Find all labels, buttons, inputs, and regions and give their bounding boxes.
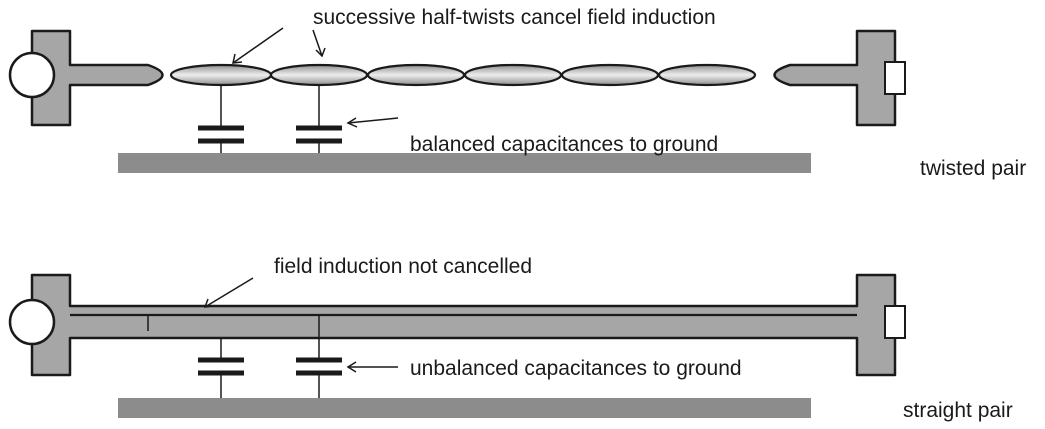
straight-source-circle [8, 298, 56, 346]
straight-capacitance-arrow [346, 361, 398, 373]
twist-segment [560, 63, 660, 87]
straight-pair-body [30, 273, 897, 377]
balanced-capacitance-annotation: balanced capacitances to ground [410, 133, 718, 156]
twisted-pair-section: successive half-twists cancel field indu… [8, 6, 1026, 180]
twisted-capacitance-arrow [346, 117, 399, 128]
twist-segment [463, 63, 563, 87]
straight-capacitor-2 [296, 315, 342, 398]
twisted-source-circle [8, 51, 56, 99]
twisted-capacitor-1 [198, 85, 244, 153]
twisted-load-block [773, 29, 897, 127]
straight-pair-section: field induction not cancelled unbalanced… [8, 255, 1013, 422]
unbalanced-capacitance-annotation: unbalanced capacitances to ground [410, 357, 742, 380]
twisted-load-resistor [884, 61, 906, 95]
twist-segment [269, 63, 369, 87]
straight-load-resistor [884, 305, 906, 339]
straight-capacitor-1 [198, 338, 244, 398]
straight-pair-label: straight pair [903, 399, 1013, 422]
twisted-capacitor-2 [296, 85, 342, 153]
twist-segment [169, 63, 273, 87]
field-induction-arrow [203, 277, 254, 308]
twisted-ground-plane [118, 153, 811, 173]
twisted-wire [169, 63, 757, 87]
twists-arrows [232, 27, 326, 64]
twist-segment [657, 63, 757, 87]
field-not-cancelled-annotation: field induction not cancelled [274, 255, 532, 278]
twisted-pair-label: twisted pair [920, 157, 1026, 180]
twisted-source-block [30, 29, 164, 127]
twist-segment [366, 63, 466, 87]
straight-ground-plane [118, 398, 811, 418]
twists-annotation: successive half-twists cancel field indu… [313, 6, 716, 29]
